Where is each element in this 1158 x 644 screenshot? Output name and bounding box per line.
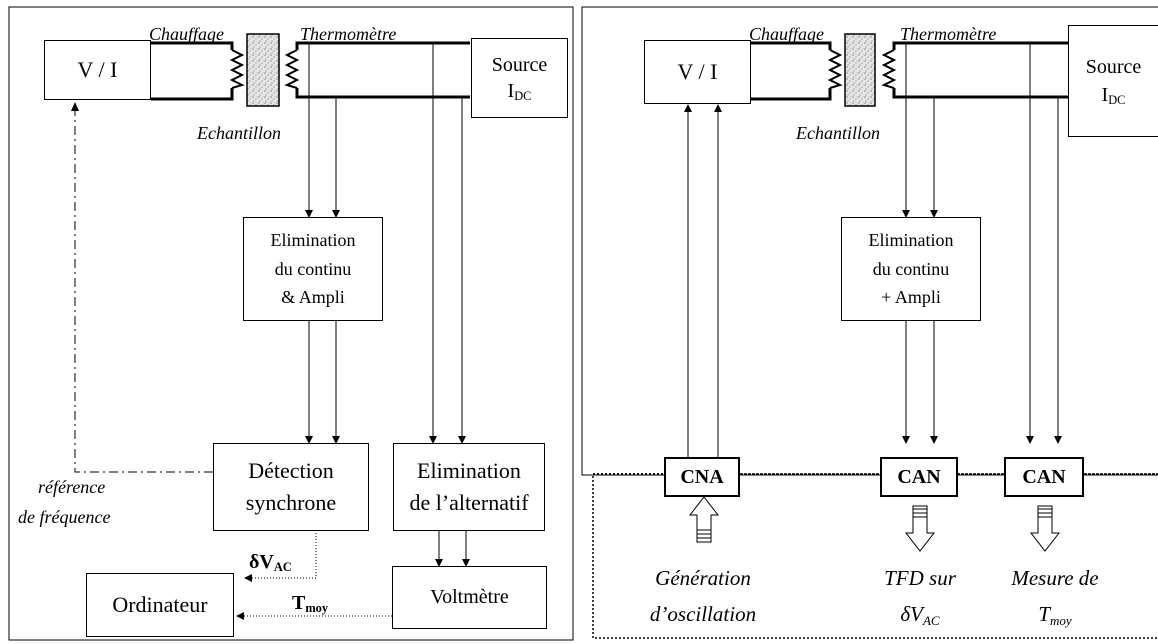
left-tmoy-label: Tmoy — [292, 592, 329, 616]
right-tfd-line2: δVAC — [900, 602, 940, 628]
left-dv-line — [247, 530, 317, 579]
left-voltmetre-label: Voltmètre — [430, 586, 509, 608]
left-chauffage-label: Chauffage — [149, 24, 224, 44]
right-cna-label: CNA — [680, 465, 724, 488]
left-elim-alt-line2: de l’alternatif — [409, 490, 529, 515]
right-vi-label: V / I — [677, 59, 718, 84]
right-elim-continu-line3: + Ampli — [881, 287, 941, 308]
right-source-current: IDC — [1101, 84, 1126, 108]
left-voltmetre-box: Voltmètre — [392, 566, 547, 629]
left-source-current: IDC — [507, 80, 532, 104]
left-reference-line — [74, 104, 213, 473]
left-dv-label: δVAC — [249, 551, 292, 575]
left-reference-arrowhead — [71, 102, 79, 111]
right-panel-frame — [581, 6, 1158, 476]
left-detection-line2: synchrone — [245, 490, 337, 515]
right-echantillon-label: Echantillon — [796, 123, 880, 143]
left-elim-continu-line2: du continu — [274, 258, 352, 279]
left-echantillon-label: Echantillon — [197, 123, 281, 143]
right-source-box: Source IDC — [1068, 25, 1158, 137]
left-elim-continu-box: Elimination du continu & Ampli — [243, 217, 383, 321]
left-vi-label: V / I — [77, 57, 118, 82]
right-can1-box: CAN — [880, 457, 958, 497]
left-thermo-wires — [295, 41, 470, 99]
left-elim-alt-box: Elimination de l’alternatif — [393, 443, 545, 531]
right-sample — [844, 33, 876, 107]
left-ordinateur-label: Ordinateur — [112, 592, 208, 617]
right-hollow-arrow-down-2 — [1029, 505, 1061, 552]
left-elim-continu-line1: Elimination — [270, 229, 356, 250]
left-detection-line1: Détection — [248, 458, 334, 484]
left-sample — [246, 33, 280, 107]
left-detection-box: Détection synchrone — [213, 443, 369, 531]
left-elim-alt-line1: Elimination — [417, 458, 521, 484]
left-dv-arrowhead — [244, 574, 252, 582]
right-mesure-line1: Mesure de — [1011, 566, 1099, 590]
left-ordinateur-box: Ordinateur — [86, 573, 234, 637]
right-elim-continu-line1: Elimination — [868, 229, 954, 250]
right-thermometre-label: Thermomètre — [900, 24, 997, 44]
right-chauffage-label: Chauffage — [749, 24, 824, 44]
right-mesure-line2: Tmoy — [1038, 602, 1072, 628]
left-panel-frame — [8, 6, 574, 641]
left-thermo-zigzag — [284, 49, 300, 89]
right-tfd-line1: TFD sur — [884, 566, 956, 590]
left-heater-zigzag — [229, 49, 245, 89]
left-elim-continu-line3: & Ampli — [281, 287, 345, 308]
left-source-box: Source IDC — [471, 38, 568, 118]
left-reference-line2: de fréquence — [18, 507, 111, 527]
right-generation-line2: d’oscillation — [649, 602, 757, 626]
right-heater-zigzag — [827, 49, 843, 89]
right-source-label: Source — [1085, 56, 1142, 78]
right-cna-box: CNA — [664, 457, 740, 497]
left-tmoy-arrowhead — [236, 612, 244, 620]
right-thermo-zigzag — [881, 49, 897, 89]
right-can2-label: CAN — [1022, 465, 1066, 488]
right-elim-continu-box: Elimination du continu + Ampli — [841, 217, 981, 321]
left-source-label: Source — [491, 54, 548, 76]
right-can1-label: CAN — [897, 465, 941, 488]
right-elim-continu-line2: du continu — [872, 258, 950, 279]
right-heater-wires — [751, 41, 832, 101]
right-generation-line1: Génération — [655, 566, 751, 590]
right-thermo-wires — [892, 41, 1068, 99]
left-reference-line1: référence — [38, 477, 106, 497]
right-hollow-arrow-up — [688, 496, 720, 543]
right-can2-box: CAN — [1004, 457, 1084, 497]
left-heater-wires — [151, 41, 234, 101]
right-vi-box: V / I — [644, 40, 751, 104]
left-vi-box: V / I — [44, 40, 151, 100]
right-hollow-arrow-down-1 — [904, 505, 936, 552]
left-thermometre-label: Thermomètre — [300, 24, 397, 44]
